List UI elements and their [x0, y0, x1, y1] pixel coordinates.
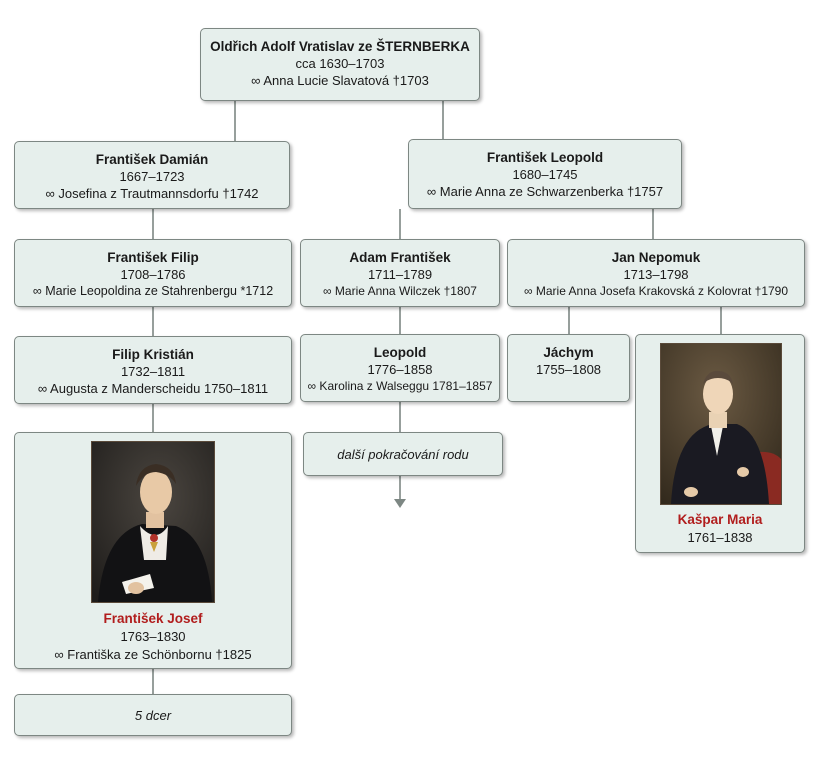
person-frantisek-josef: František Josef 1763–1830 ∞ Františka ze… [14, 432, 292, 669]
person-spouse: ∞ Marie Anna Wilczek †1807 [323, 284, 477, 298]
person-kaspar-maria: Kašpar Maria 1761–1838 [635, 334, 805, 553]
person-adam-frantisek: Adam František 1711–1789 ∞ Marie Anna Wi… [300, 239, 500, 307]
person-dates: 1713–1798 [623, 267, 689, 282]
person-leopold: Leopold 1776–1858 ∞ Karolina z Walseggu … [300, 334, 500, 402]
down-arrow-icon [394, 499, 406, 508]
person-spouse: ∞ Marie Anna Josefa Krakovská z Kolovrat… [523, 284, 789, 298]
person-root: Oldřich Adolf Vratislav ze ŠTERNBERKA cc… [200, 28, 480, 101]
person-spouse: ∞ Františka ze Schönbornu †1825 [54, 647, 252, 662]
person-jachym: Jáchym 1755–1808 [507, 334, 630, 402]
person-name: Jáchym [543, 345, 594, 360]
person-dates: 1755–1808 [535, 362, 602, 377]
person-frantisek-filip: František Filip 1708–1786 ∞ Marie Leopol… [14, 239, 292, 307]
person-spouse: ∞ Augusta z Manderscheidu 1750–1811 [37, 381, 269, 396]
person-spouse: ∞ Anna Lucie Slavatová †1703 [251, 73, 429, 88]
person-dates: cca 1630–1703 [295, 56, 385, 71]
person-dates: 1763–1830 [120, 629, 186, 644]
person-name: František Filip [107, 250, 199, 265]
person-jan-nepomuk: Jan Nepomuk 1713–1798 ∞ Marie Anna Josef… [507, 239, 805, 307]
person-dates: 1732–1811 [120, 364, 186, 379]
person-name: František Damián [95, 152, 209, 167]
person-name: Kašpar Maria [677, 512, 763, 527]
daughters-box: 5 dcer [14, 694, 292, 736]
portrait-kaspar-maria [660, 343, 782, 505]
person-dates: 1776–1858 [367, 362, 433, 377]
portrait-frantisek-josef [91, 441, 215, 603]
person-spouse: ∞ Karolina z Walseggu 1781–1857 [307, 379, 493, 393]
person-spouse: ∞ Marie Anna ze Schwarzenberka †1757 [426, 184, 664, 199]
person-name: Jan Nepomuk [611, 250, 701, 265]
person-frantisek-leopold: František Leopold 1680–1745 ∞ Marie Anna… [408, 139, 682, 209]
person-dates: 1680–1745 [512, 167, 578, 182]
person-dates: 1761–1838 [687, 530, 753, 545]
person-name: Filip Kristián [112, 347, 194, 362]
continuation-box: další pokračování rodu [303, 432, 503, 476]
person-frantisek-damian: František Damián 1667–1723 ∞ Josefina z … [14, 141, 290, 209]
person-name: František Leopold [486, 150, 604, 165]
person-name: Leopold [373, 345, 427, 360]
person-name: Adam František [349, 250, 451, 265]
continuation-text: další pokračování rodu [337, 447, 469, 462]
daughters-text: 5 dcer [134, 708, 172, 723]
person-name: František Josef [103, 611, 203, 626]
person-dates: 1711–1789 [367, 267, 433, 282]
person-dates: 1667–1723 [119, 169, 185, 184]
person-dates: 1708–1786 [120, 267, 186, 282]
person-name: Oldřich Adolf Vratislav ze ŠTERNBERKA [210, 39, 470, 54]
person-spouse: ∞ Josefina z Trautmannsdorfu †1742 [45, 186, 259, 201]
person-filip-kristian: Filip Kristián 1732–1811 ∞ Augusta z Man… [14, 336, 292, 404]
person-spouse: ∞ Marie Leopoldina ze Stahrenbergu *1712 [32, 284, 274, 298]
